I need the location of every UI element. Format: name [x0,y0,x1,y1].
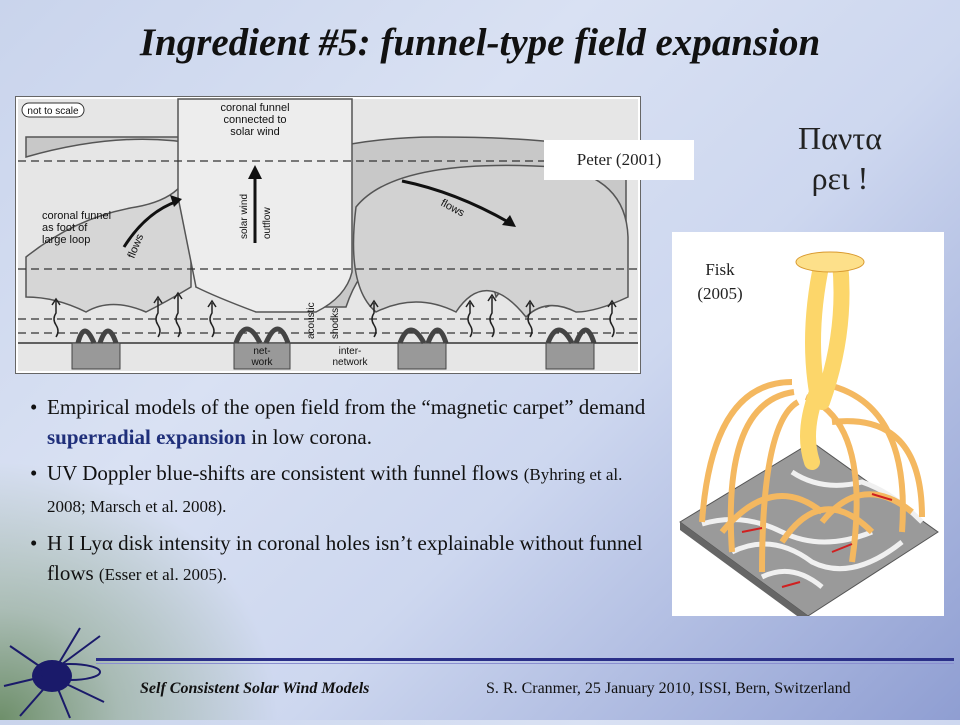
solar-wind-label: solar wind [239,194,250,239]
flow-arrow-left [122,199,179,248]
bullet-item: • H I Lyα disk intensity in coronal hole… [30,528,660,590]
wave-arrows [51,291,617,338]
right-dome [352,164,629,319]
funnel-tube [800,254,850,470]
flow-arrows [741,493,893,588]
greek-motto: Παντα ρει ! [760,118,920,198]
acoustic-label: acoustic [306,302,317,339]
bullet-item: • Empirical models of the open field fro… [30,392,660,452]
coronal-funnel-loop-label-1: coronal funnel [42,210,111,222]
network-patch-3 [397,342,447,370]
sun-logo-icon [0,626,110,720]
coronal-funnel-wind-label-2: connected to [224,114,287,126]
flow-arrow-right-head [502,215,516,227]
bullet-citation: (Byhring et al. 2008; Marsch et al. 2008… [47,465,623,516]
footer-author-venue: S. R. Cranmer, 25 January 2010, ISSI, Be… [486,680,851,697]
field-illustration-fisk [672,232,944,624]
bullet-item: • UV Doppler blue-shifts are consistent … [30,458,660,522]
coronal-funnel-wind-label-3: solar wind [230,126,280,138]
bullet-dot: • [30,461,38,485]
greek-line-2: ρει ! [811,160,869,196]
bullet-citation: (Esser et al. 2005). [98,565,227,584]
shocks-label: shocks [330,308,341,339]
network-label-1: net- [253,346,270,357]
small-loops-2 [233,326,291,345]
slide-title: Ingredient #5: funnel-type field expansi… [139,21,821,64]
figure-credit-peter: Peter (2001) [544,140,694,180]
bullet-text-end: in low corona. [245,425,372,449]
small-loops-3 [397,327,449,345]
logo-orbit [39,663,101,681]
coronal-funnel-loop-label-3: large loop [42,234,90,246]
footer-rule-thick [96,658,954,661]
fisk-label-line-1: Fisk [705,260,735,279]
flow-arrow-left-head [170,195,182,207]
network-patch-2 [233,342,291,370]
small-loops-1 [75,328,119,345]
central-funnel [177,98,353,313]
not-to-scale-label: not to scale [27,106,79,117]
outflow-label: outflow [262,207,273,239]
internetwork-label-2: network [332,357,368,368]
outflow-arrow-head [248,165,262,179]
bullet-dot: • [30,531,38,555]
network-patch-4 [545,342,595,370]
bullet-text: Empirical models of the open field from … [47,395,646,419]
small-loops-4 [545,327,597,345]
funnel-diagram-peter: not to scale coronal funnel connected to… [15,96,641,374]
bullet-text: UV Doppler blue-shifts are consistent wi… [47,461,524,485]
network-patch-1 [71,342,121,370]
coronal-funnel-loop-label-2: as foot of [42,222,88,234]
plane-edge-left [680,522,808,624]
internetwork-label-1: inter- [339,346,362,357]
bullet-text: H I Lyα disk intensity in coronal holes … [47,531,643,585]
footer-talk-title: Self Consistent Solar Wind Models [140,680,370,697]
flow-arrow-right [401,179,511,225]
bullet-list: • Empirical models of the open field fro… [30,392,660,596]
not-to-scale-box [21,102,85,118]
left-funnel [25,156,192,313]
bullet-dot: • [30,395,38,419]
greek-line-1: Παντα [798,120,882,156]
figure-credit-fisk: Fisk (2005) [680,258,760,306]
fisk-label-line-2: (2005) [697,284,743,303]
network-label-2: work [250,357,273,368]
funnel-top [795,251,865,273]
footer-rule-thin [96,663,954,664]
bullet-highlight: superradial expansion [47,425,246,449]
coronal-funnel-wind-label-1: coronal funnel [220,102,289,114]
